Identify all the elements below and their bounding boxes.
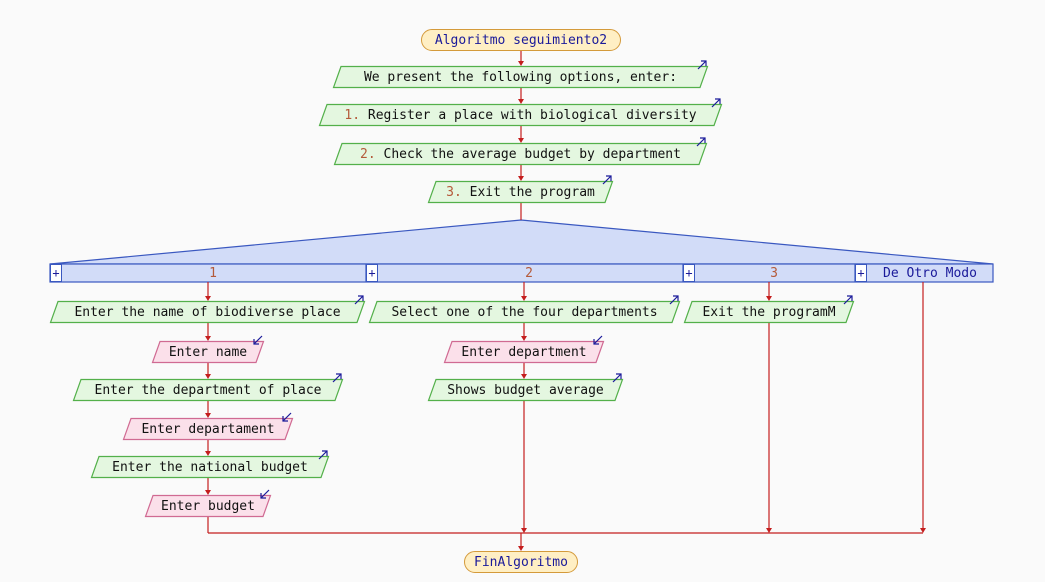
option-1-number: 1. [344, 107, 361, 123]
output-arrow-icon [697, 60, 707, 70]
output-present-options[interactable]: We present the following options, enter: [332, 60, 709, 89]
b1-output-budget-label: Enter the national budget [112, 459, 308, 475]
case-label-2: 2 [525, 265, 533, 281]
expand-otherwise-button[interactable]: + [855, 264, 867, 282]
b1-input-name[interactable]: Enter name [151, 335, 265, 364]
arrowhead [521, 374, 527, 379]
b1-output-department-label: Enter the department of place [94, 382, 322, 398]
output-parallelogram-shape [318, 98, 723, 127]
b2-input-department-label: Enter department [461, 344, 587, 360]
output-parallelogram-shape [332, 60, 709, 89]
arrowhead [518, 138, 524, 143]
expand-case-3-button[interactable]: + [683, 264, 695, 282]
arrowhead [205, 451, 211, 456]
b1-input-budget[interactable]: Enter budget [144, 489, 272, 518]
b2-input-department[interactable]: Enter department [443, 335, 605, 364]
arrowhead [205, 413, 211, 418]
b1-output-department[interactable]: Enter the department of place [72, 373, 344, 402]
expand-case-2-button[interactable]: + [366, 264, 378, 282]
output-parallelogram-shape [368, 295, 681, 324]
output-parallelogram-shape [427, 175, 614, 204]
arrowhead [920, 528, 926, 533]
arrowhead [205, 490, 211, 495]
output-arrow-icon [354, 295, 364, 305]
input-parallelogram-shape [122, 412, 294, 441]
input-parallelogram-shape [443, 335, 605, 364]
arrowhead [521, 296, 527, 301]
option-3-text: Exit the program [461, 184, 595, 200]
output-arrow-icon [318, 450, 328, 460]
case-label-1: 1 [209, 265, 217, 281]
case-label-3: 3 [770, 265, 778, 281]
arrowhead [521, 336, 527, 341]
arrowhead [518, 176, 524, 181]
b3-output-exit-label: Exit the programM [702, 304, 836, 320]
output-arrow-icon [711, 98, 721, 108]
output-arrow-icon [696, 137, 706, 147]
b1-input-budget-label: Enter budget [161, 498, 255, 514]
arrowhead [518, 99, 524, 104]
output-arrow-icon [332, 373, 342, 383]
option-3-number: 3. [446, 184, 462, 200]
output-arrow-icon [612, 373, 622, 383]
input-arrow-icon [253, 335, 263, 345]
b1-output-budget[interactable]: Enter the national budget [90, 450, 330, 479]
input-arrow-icon [282, 412, 292, 422]
b2-output-budget-average-label: Shows budget average [447, 382, 604, 398]
arrowhead [518, 546, 524, 551]
arrowhead [205, 336, 211, 341]
output-option-2[interactable]: 2. Check the average budget by departmen… [333, 137, 708, 166]
b3-output-exit[interactable]: Exit the programM [683, 295, 855, 324]
arrowhead [521, 528, 527, 533]
output-option-1[interactable]: 1. Register a place with biological dive… [318, 98, 723, 127]
output-parallelogram-shape [427, 373, 624, 402]
arrowhead [205, 296, 211, 301]
arrowhead [766, 296, 772, 301]
arrowhead [205, 374, 211, 379]
b1-input-departament[interactable]: Enter departament [122, 412, 294, 441]
input-parallelogram-shape [144, 489, 272, 518]
expand-case-1-button[interactable]: + [50, 264, 62, 282]
output-present-options-label: We present the following options, enter: [363, 69, 678, 85]
case-label-otherwise: De Otro Modo [883, 265, 977, 281]
output-parallelogram-shape [72, 373, 344, 402]
output-parallelogram-shape [90, 450, 330, 479]
output-arrow-icon [602, 175, 612, 185]
output-parallelogram-shape [683, 295, 855, 324]
input-parallelogram-shape [151, 335, 265, 364]
b2-output-select-department[interactable]: Select one of the four departments [368, 295, 681, 324]
b1-input-departament-label: Enter departament [141, 421, 275, 437]
end-terminal[interactable]: FinAlgoritmo [464, 551, 578, 573]
b1-output-name-place[interactable]: Enter the name of biodiverse place [49, 295, 366, 324]
start-terminal[interactable]: Algoritmo seguimiento2 [421, 29, 621, 51]
option-2-text: Check the average budget by department [375, 146, 681, 162]
start-terminal-label: Algoritmo seguimiento2 [434, 32, 608, 48]
switch-decision-shape [49, 219, 994, 265]
b1-output-name-place-label: Enter the name of biodiverse place [74, 304, 341, 320]
option-1-text: Register a place with biological diversi… [360, 107, 697, 123]
input-arrow-icon [593, 335, 603, 345]
output-parallelogram-shape [49, 295, 366, 324]
output-arrow-icon [669, 295, 679, 305]
arrowhead [518, 61, 524, 66]
output-parallelogram-shape [333, 137, 708, 166]
output-option-3[interactable]: 3. Exit the program [427, 175, 614, 204]
arrowhead [766, 528, 772, 533]
b2-output-select-department-label: Select one of the four departments [391, 304, 658, 320]
b1-input-name-label: Enter name [168, 344, 248, 360]
option-2-number: 2. [360, 146, 376, 162]
input-arrow-icon [260, 489, 270, 499]
end-terminal-label: FinAlgoritmo [474, 554, 568, 570]
output-arrow-icon [843, 295, 853, 305]
b2-output-budget-average[interactable]: Shows budget average [427, 373, 624, 402]
